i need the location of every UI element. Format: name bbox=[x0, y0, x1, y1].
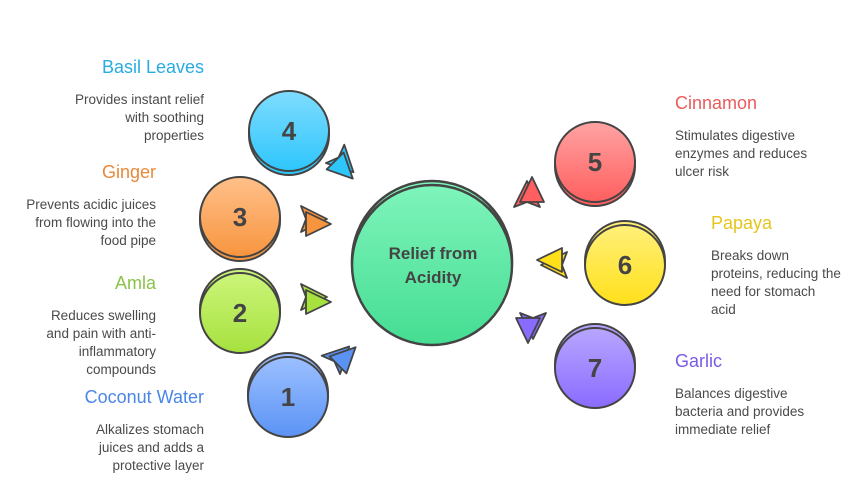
item-node-amla: 2 bbox=[199, 268, 281, 354]
arrow-icon-papaya bbox=[536, 247, 568, 279]
arrow-icon-cinnamon bbox=[513, 176, 545, 208]
arrow-front bbox=[515, 317, 541, 344]
item-circle bbox=[247, 356, 329, 438]
arrow-front bbox=[536, 247, 563, 273]
arrow-icon-amla bbox=[300, 283, 332, 315]
arrow-front bbox=[519, 176, 545, 203]
item-node-coconut-water: 1 bbox=[247, 352, 329, 438]
item-node-garlic: 7 bbox=[554, 323, 636, 409]
item-desc-ginger: Prevents acidic juices from flowing into… bbox=[26, 197, 156, 248]
arrow-front bbox=[305, 211, 332, 237]
item-number: 3 bbox=[233, 202, 247, 232]
center-label-line2: Acidity bbox=[405, 268, 462, 287]
item-node-basil-leaves: 4 bbox=[248, 90, 330, 176]
item-number: 5 bbox=[588, 147, 602, 177]
item-circle bbox=[199, 176, 281, 258]
arrow-icon-ginger bbox=[300, 205, 332, 237]
item-circle bbox=[199, 272, 281, 354]
item-desc-cinnamon: Stimulates digestive enzymes and reduces… bbox=[675, 128, 808, 179]
item-desc-coconut-water: Alkalizes stomach juices and adds a prot… bbox=[95, 422, 204, 473]
item-title-basil-leaves: Basil Leaves bbox=[101, 57, 204, 77]
item-circle bbox=[554, 327, 636, 409]
item-number: 7 bbox=[588, 353, 602, 383]
item-title-coconut-water: Coconut Water bbox=[84, 387, 204, 407]
item-number: 1 bbox=[281, 382, 295, 412]
arrow-icon-coconut-water bbox=[320, 345, 357, 375]
item-circles: 1 2 3 4 5 6 7 bbox=[199, 90, 666, 438]
arrow-icon-garlic bbox=[515, 312, 547, 344]
item-desc-amla: Reduces swelling and pain with anti-infl… bbox=[46, 308, 156, 377]
item-desc-garlic: Balances digestive bacteria and provides… bbox=[675, 386, 805, 437]
center-label-line1: Relief from bbox=[389, 244, 478, 263]
item-node-ginger: 3 bbox=[199, 176, 281, 262]
center-circle bbox=[350, 183, 514, 347]
item-circle bbox=[554, 121, 636, 203]
item-desc-basil-leaves: Provides instant relief with soothing pr… bbox=[74, 92, 204, 143]
item-node-cinnamon: 5 bbox=[554, 121, 636, 207]
item-title-ginger: Ginger bbox=[101, 162, 156, 182]
item-circle bbox=[248, 90, 330, 172]
item-node-papaya: 6 bbox=[584, 220, 666, 306]
arrows bbox=[300, 143, 568, 375]
item-number: 6 bbox=[618, 250, 632, 280]
center-node: Relief from Acidity bbox=[350, 179, 514, 347]
item-title-cinnamon: Cinnamon bbox=[675, 93, 758, 113]
item-number: 4 bbox=[282, 116, 297, 146]
item-title-papaya: Papaya bbox=[711, 213, 773, 233]
arrow-front bbox=[328, 346, 357, 375]
arrow-front bbox=[305, 289, 332, 315]
arrow-icon-basil-leaves bbox=[325, 143, 355, 180]
item-circle bbox=[584, 224, 666, 306]
item-number: 2 bbox=[233, 298, 247, 328]
arrow-front bbox=[325, 151, 354, 180]
item-desc-papaya: Breaks down proteins, reducing the need … bbox=[711, 248, 841, 317]
item-title-garlic: Garlic bbox=[675, 351, 723, 371]
item-title-amla: Amla bbox=[114, 273, 156, 293]
